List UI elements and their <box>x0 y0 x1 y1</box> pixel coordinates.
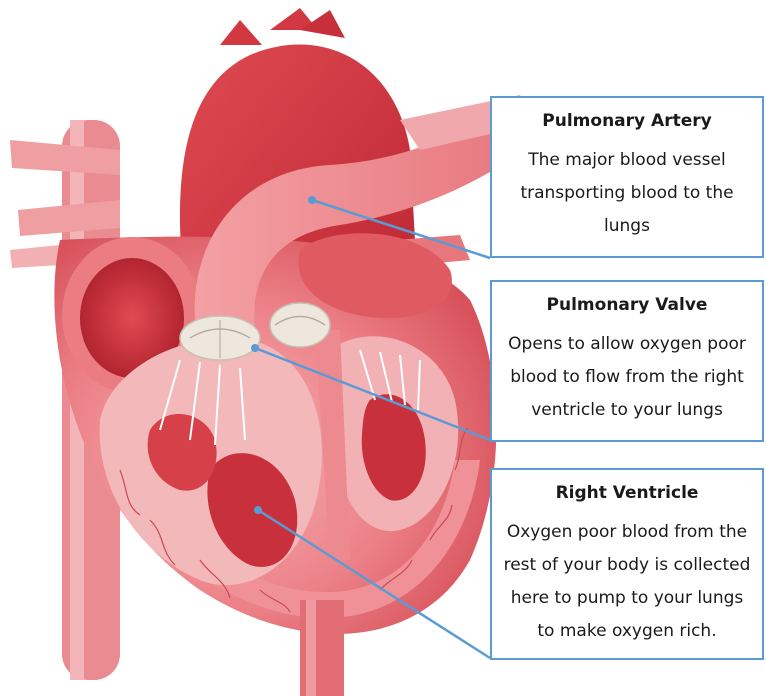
callout-title: Pulmonary Valve <box>492 294 762 316</box>
callout-title: Pulmonary Artery <box>492 110 762 132</box>
callout-body-line: here to pump to your lungs <box>492 582 762 615</box>
callout-title: Right Ventricle <box>492 482 762 504</box>
callout-body-line: rest of your body is collected <box>492 549 762 582</box>
leader-dot-ventricle <box>254 506 262 514</box>
callout-body-line: to make oxygen rich. <box>492 615 762 648</box>
callout-body-line: blood to flow from the right <box>492 361 762 394</box>
callout-body-line: Oxygen poor blood from the <box>492 516 762 549</box>
callout-pulmonary-artery: Pulmonary Artery The major blood vessel … <box>490 96 764 258</box>
leader-dot-valve <box>251 344 259 352</box>
callout-body-line: transporting blood to the <box>492 177 762 210</box>
callout-body-line: ventricle to your lungs <box>492 394 762 427</box>
callout-body-line: lungs <box>492 210 762 243</box>
callout-body-line: The major blood vessel <box>492 144 762 177</box>
callout-pulmonary-valve: Pulmonary Valve Opens to allow oxygen po… <box>490 280 764 442</box>
callout-body-line: Opens to allow oxygen poor <box>492 328 762 361</box>
descending-aorta <box>300 600 344 696</box>
leader-dot-artery <box>308 196 316 204</box>
callout-right-ventricle: Right Ventricle Oxygen poor blood from t… <box>490 468 764 660</box>
